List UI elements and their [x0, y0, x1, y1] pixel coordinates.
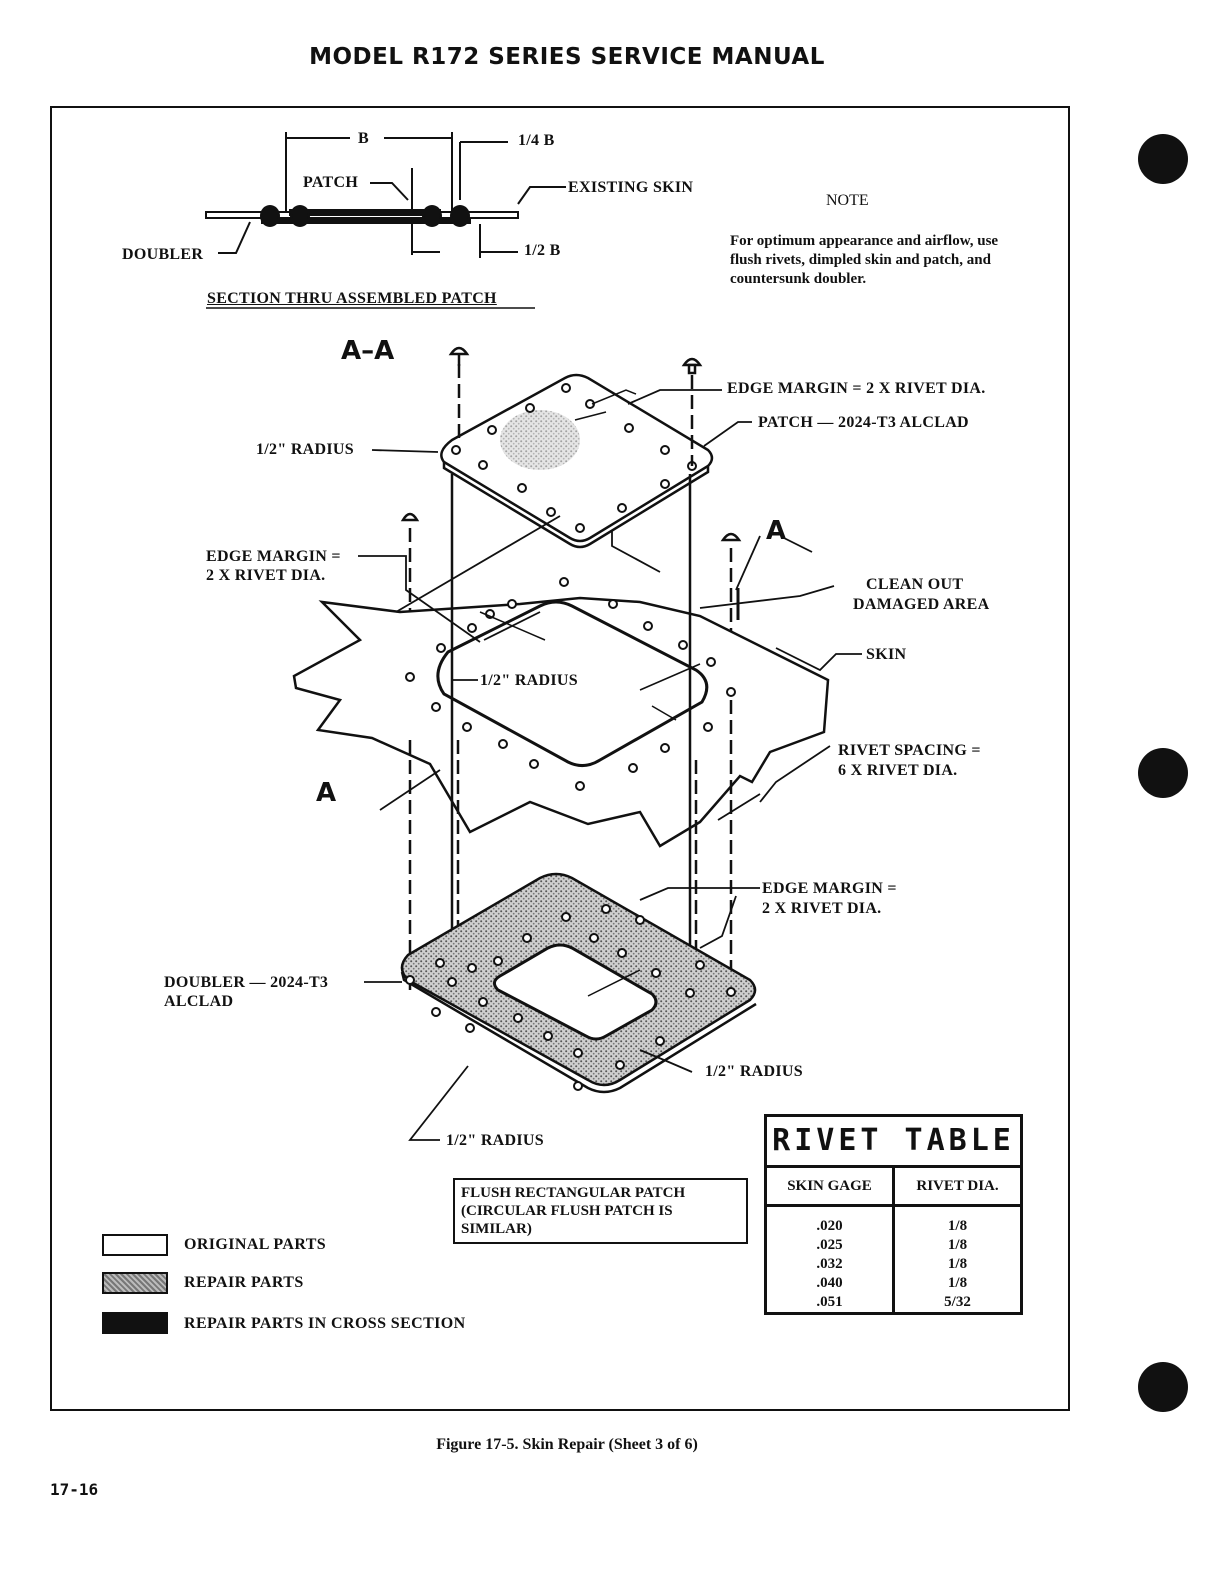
skin-panel	[292, 577, 830, 848]
rivet-icon	[400, 346, 742, 690]
view-label-a-left: A	[316, 778, 337, 808]
section-title: SECTION THRU ASSEMBLED PATCH	[207, 290, 497, 307]
dimension-b-label: B	[358, 130, 369, 147]
skin-edge-margin-label-2: 2 X RIVET DIA.	[206, 567, 326, 584]
patch-radius-label: 1/2" RADIUS	[256, 441, 354, 458]
view-label-a-right: A	[766, 516, 787, 546]
patch-type-box: FLUSH RECTANGULAR PATCH (CIRCULAR FLUSH …	[453, 1178, 748, 1244]
legend-swatch-repair-cross-section	[102, 1312, 168, 1334]
clean-out-label-1: CLEAN OUT	[866, 576, 964, 593]
dimension-half-b-label: 1/2 B	[524, 242, 561, 259]
patch-type-line: SIMILAR)	[461, 1221, 532, 1237]
doubler-plate	[400, 872, 757, 1094]
table-cell: .051	[816, 1294, 843, 1310]
table-cell: 1/8	[947, 1237, 968, 1253]
rivet-dia-column: 1/8 1/8 1/8 1/8 5/32	[895, 1207, 1020, 1315]
skin-gage-column: .020 .025 .032 .040 .051	[767, 1207, 895, 1315]
table-cell: 1/8	[947, 1218, 968, 1234]
skin-edge-margin-label-1: EDGE MARGIN =	[206, 548, 341, 565]
legend-swatch-repair	[102, 1272, 168, 1294]
rivet-table-title: RIVET TABLE	[767, 1117, 1020, 1168]
clean-out-label-2: DAMAGED AREA	[853, 596, 990, 613]
doubler-edge-margin-label-2: 2 X RIVET DIA.	[762, 900, 882, 917]
table-cell: 1/8	[947, 1275, 968, 1291]
patch-plate	[440, 373, 714, 549]
patch-type-line: (CIRCULAR FLUSH PATCH IS	[461, 1203, 673, 1219]
cross-section-view	[205, 132, 566, 309]
legend-label-original: ORIGINAL PARTS	[184, 1236, 327, 1253]
table-cell: .025	[816, 1237, 843, 1253]
rivet-table-header: SKIN GAGE RIVET DIA.	[767, 1168, 1020, 1207]
figure-caption: Figure 17-5. Skin Repair (Sheet 3 of 6)	[436, 1436, 698, 1453]
legend-label-repair-cross-section: REPAIR PARTS IN CROSS SECTION	[184, 1315, 466, 1332]
doubler-inner-radius-label: 1/2" RADIUS	[705, 1063, 803, 1080]
punch-hole	[1138, 134, 1188, 184]
note-title: NOTE	[826, 192, 869, 209]
table-cell: 5/32	[944, 1294, 971, 1310]
note-body: For optimum appearance and airflow, use …	[730, 233, 999, 287]
patch-edge-margin-label: EDGE MARGIN = 2 X RIVET DIA.	[727, 380, 986, 397]
table-cell: .040	[816, 1275, 843, 1291]
view-label-aa: A–A	[341, 336, 395, 366]
table-cell: 1/8	[947, 1256, 968, 1272]
dimension-quarter-b-label: 1/4 B	[518, 132, 555, 149]
punch-hole	[1138, 748, 1188, 798]
patch-label: PATCH	[303, 174, 359, 191]
skin-label: SKIN	[866, 646, 907, 663]
rivet-spacing-label-2: 6 X RIVET DIA.	[838, 762, 958, 779]
column-header-rivet-dia: RIVET DIA.	[916, 1178, 999, 1194]
table-cell: .032	[816, 1256, 843, 1272]
doubler-material-label-2: ALCLAD	[164, 993, 234, 1010]
doubler-edge-margin-label-1: EDGE MARGIN =	[762, 880, 897, 897]
patch-material-label: PATCH — 2024-T3 ALCLAD	[758, 414, 969, 431]
rivet-spacing-label-1: RIVET SPACING =	[838, 742, 981, 759]
figure-frame	[50, 106, 1070, 1411]
skin-radius-label: 1/2" RADIUS	[480, 672, 578, 689]
leader-lines	[358, 389, 862, 1141]
doubler-label: DOUBLER	[122, 246, 204, 263]
existing-skin-label: EXISTING SKIN	[568, 179, 694, 196]
legend-swatch-original	[102, 1234, 168, 1256]
doubler-outer-radius-label: 1/2" RADIUS	[446, 1132, 544, 1149]
punch-hole	[1138, 1362, 1188, 1412]
rivet-table: RIVET TABLE SKIN GAGE RIVET DIA. .020 .0…	[764, 1114, 1023, 1315]
column-header-skin-gage: SKIN GAGE	[767, 1168, 895, 1204]
page-header-title: MODEL R172 SERIES SERVICE MANUAL	[309, 44, 825, 70]
legend-label-repair: REPAIR PARTS	[184, 1274, 304, 1291]
rivet-table-body: .020 .025 .032 .040 .051 1/8 1/8 1/8 1/8…	[767, 1207, 1020, 1315]
table-cell: .020	[816, 1218, 843, 1234]
doubler-material-label-1: DOUBLER — 2024-T3	[164, 974, 329, 991]
patch-type-line: FLUSH RECTANGULAR PATCH	[461, 1185, 686, 1201]
page-number: 17-16	[50, 1480, 99, 1499]
